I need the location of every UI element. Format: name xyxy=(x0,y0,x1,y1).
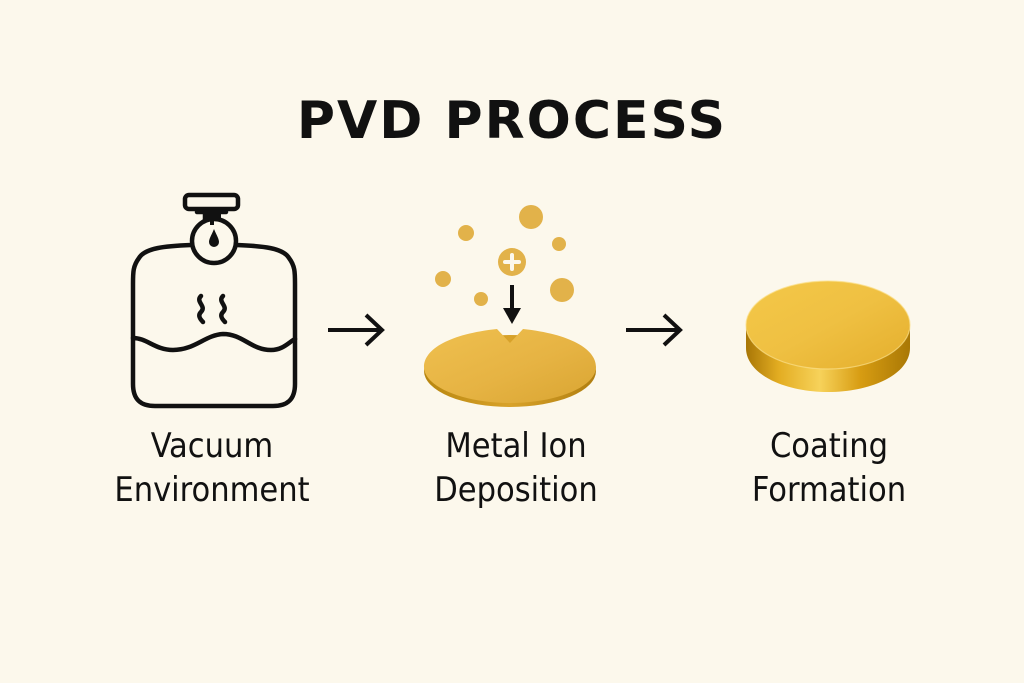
step-label-line2: Environment xyxy=(114,470,310,510)
chamber-body xyxy=(130,242,298,409)
ion-particle xyxy=(552,237,566,251)
step-label-line2: Deposition xyxy=(434,470,598,510)
gauge-drop xyxy=(209,229,219,247)
step-label-line1: Coating xyxy=(769,426,889,466)
diagram-title: PVD PROCESS xyxy=(296,91,728,151)
ion-particle xyxy=(474,292,488,306)
step-label-line1: Metal Ion xyxy=(445,426,587,466)
vacuum-chamber-icon xyxy=(130,192,298,409)
coated-disc-icon xyxy=(745,280,911,392)
substrate-disc xyxy=(424,329,596,403)
disc-top xyxy=(746,281,910,369)
step-label-line1: Vacuum xyxy=(150,426,274,466)
arrow-right-icon xyxy=(328,313,385,347)
step-label-metal-ion-deposition: Metal Ion Deposition xyxy=(376,424,656,512)
positive-ion-icon xyxy=(498,248,526,276)
ion-particle xyxy=(550,278,574,302)
step-label-vacuum-environment: Vacuum Environment xyxy=(72,424,352,512)
step-label-line2: Formation xyxy=(751,470,907,510)
arrow-right-icon xyxy=(626,313,683,347)
steam-wiggle-left xyxy=(197,293,206,325)
ion-particle xyxy=(435,271,451,287)
step-label-coating-formation: Coating Formation xyxy=(689,424,969,512)
arrow-down-icon xyxy=(503,285,521,324)
liquid-wave xyxy=(130,331,298,353)
valve-handle xyxy=(182,192,241,212)
metal-ion-deposition-icon xyxy=(424,205,596,407)
steam-wiggle-right xyxy=(219,293,228,325)
ion-particle xyxy=(519,205,543,229)
ion-particle xyxy=(458,225,474,241)
